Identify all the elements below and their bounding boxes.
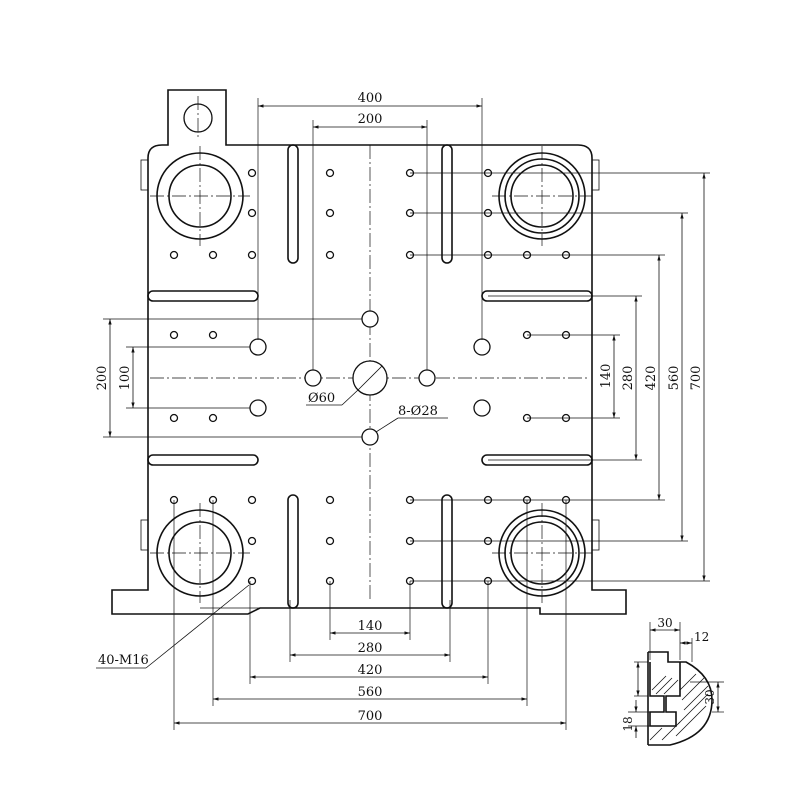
dim-bottom-280: 280 [358,641,383,656]
dim-right-140: 140 [599,364,614,389]
tie-bar-bore [492,503,592,603]
slot-depth: 30 [703,689,717,704]
plate-outline [111,89,627,615]
tie-bar-bore [150,146,250,246]
dim-bottom-140: 140 [358,619,383,634]
slot-bottom: 18 [621,716,635,731]
dim-bottom-700: 700 [358,709,383,724]
tie-bar-bore [492,146,592,246]
center-bore-label: Ø60 [308,391,335,406]
dim-right-560: 560 [667,366,682,391]
dims-bottom: 140 280 420 560 700 [173,500,567,730]
slot-top-offset: 12 [694,630,709,644]
callout-center-bore: Ø60 [306,389,359,406]
dim-bottom-560: 560 [358,685,383,700]
callout-pilot-holes: 8-Ø28 [375,404,448,433]
tie-bar-bore [150,503,250,603]
slot-top-width: 30 [657,616,672,630]
dim-left-200: 200 [95,366,110,391]
dim-top-200: 200 [358,112,383,127]
pilot-holes [249,310,491,446]
dim-right-420: 420 [644,366,659,391]
callout-tapped-holes: 40-M16 [96,584,250,669]
dim-right-700: 700 [689,366,704,391]
dims-right: 140 280 420 560 700 [410,172,710,582]
dim-bottom-420: 420 [358,663,383,678]
dims-left: 200 100 [95,318,362,438]
dims-top: 400 200 [257,91,483,370]
dim-right-280: 280 [621,366,636,391]
tapped-holes-label: 40-M16 [98,653,149,668]
center-bore [352,360,388,396]
tie-bar-bores [150,146,592,603]
pilot-holes-label: 8-Ø28 [398,404,438,419]
slot-section-detail: 30 12 30 18 [621,616,724,746]
dim-left-100: 100 [118,366,133,391]
dim-top-400: 400 [358,91,383,106]
